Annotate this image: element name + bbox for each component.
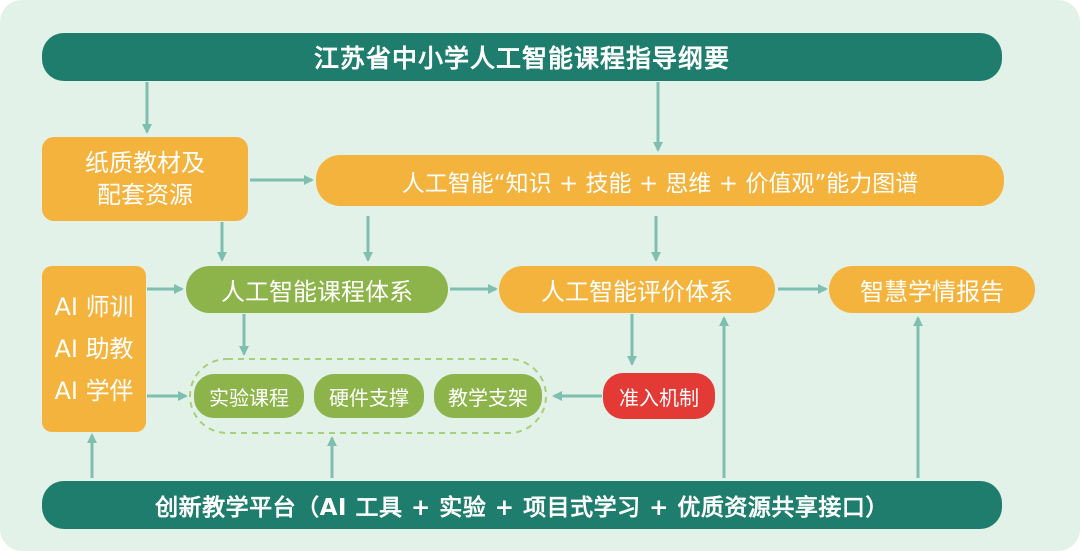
teaching-scaffold-label: 教学支架 (448, 385, 528, 410)
experiment-course-label: 实验课程 (209, 385, 289, 410)
ability-map-label: 人工智能“知识 + 技能 + 思维 + 价值观”能力图谱 (401, 170, 919, 197)
textbook-line-1: 纸质教材及 (85, 148, 205, 177)
textbook-resources-box: 纸质教材及 配套资源 (42, 137, 248, 221)
evaluation-system-box: 人工智能评价体系 (499, 266, 775, 313)
guideline-title-banner: 江苏省中小学人工智能课程指导纲要 (42, 33, 1002, 81)
hardware-support-box: 硬件支撑 (314, 374, 424, 418)
curriculum-system-box: 人工智能课程体系 (186, 266, 448, 313)
supports-group-outline (189, 358, 547, 434)
teaching-platform-label: 创新教学平台（AI 工具 + 实验 + 项目式学习 + 优质资源共享接口） (155, 495, 889, 521)
curriculum-system-label: 人工智能课程体系 (221, 278, 413, 306)
teaching-platform-banner: 创新教学平台（AI 工具 + 实验 + 项目式学习 + 优质资源共享接口） (42, 481, 1002, 529)
experiment-course-box: 实验课程 (194, 374, 304, 418)
evaluation-system-label: 人工智能评价体系 (541, 278, 733, 306)
ability-map-box: 人工智能“知识 + 技能 + 思维 + 价值观”能力图谱 (316, 155, 1004, 206)
ai-role-learning-partner: AI 学伴 (54, 377, 134, 405)
learning-report-label: 智慧学情报告 (860, 278, 1004, 306)
hardware-support-label: 硬件支撑 (329, 385, 409, 410)
teaching-scaffold-box: 教学支架 (434, 374, 542, 418)
access-mechanism-label: 准入机制 (619, 385, 699, 410)
learning-report-box: 智慧学情报告 (829, 266, 1035, 313)
ai-role-teacher-training: AI 师训 (54, 293, 134, 321)
textbook-line-2: 配套资源 (97, 181, 193, 209)
guideline-title: 江苏省中小学人工智能课程指导纲要 (313, 44, 730, 73)
access-mechanism-box: 准入机制 (603, 373, 715, 419)
ai-roles-box: AI 师训 AI 助教 AI 学伴 (42, 266, 146, 432)
ai-role-teaching-assistant: AI 助教 (54, 335, 134, 363)
